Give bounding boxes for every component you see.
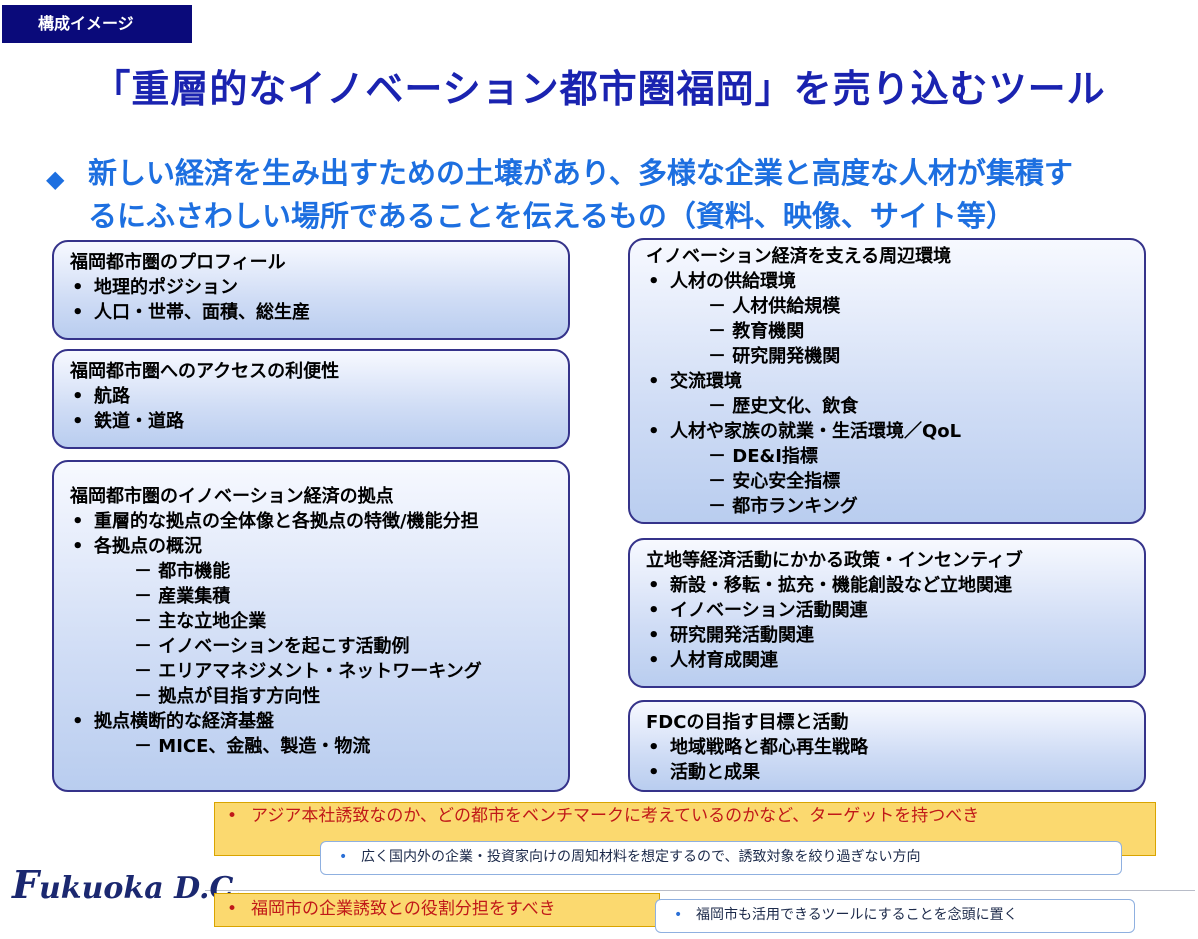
box-heading: 立地等経済活動にかかる政策・インセンティブ [646, 550, 1023, 571]
sub-item: － 拠点が目指す方向性 [134, 686, 321, 707]
response-text: 福岡市も活用できるツールにすることを念頭に置く [696, 907, 1018, 923]
page-title: 「重層的なイノベーション都市圏福岡」を売り込むツール [92, 67, 1106, 111]
list-item: 人材の供給環境 [646, 269, 1132, 294]
list-item: 交流環境 [646, 369, 1132, 394]
lead-statement: ◆ 新しい経済を生み出すための土壌があり、多様な企業と高度な人材が集積す るにふ… [46, 152, 1186, 238]
sub-item: － 主な立地企業 [134, 611, 267, 632]
diamond-icon: ◆ [46, 165, 65, 193]
sub-item: － 教育機関 [708, 321, 805, 342]
box-fdc: FDCの目指す目標と活動 地域戦略と都心再生戦略 活動と成果 [628, 700, 1146, 792]
sub-item: － 産業集積 [134, 586, 231, 607]
box-heading: FDCの目指す目標と活動 [646, 712, 849, 733]
sub-item: － MICE、金融、製造・物流 [134, 736, 371, 757]
response-note-city: • 福岡市も活用できるツールにすることを念頭に置く [655, 899, 1135, 933]
list-item: 人材育成関連 [646, 648, 1132, 673]
box-heading: 福岡都市圏へのアクセスの利便性 [70, 361, 340, 382]
divider [205, 890, 1195, 891]
list-item: 拠点横断的な経済基盤 [70, 709, 556, 734]
box-hub: 福岡都市圏のイノベーション経済の拠点 重層的な拠点の全体像と各拠点の特徴/機能分… [52, 460, 570, 792]
box-policy: 立地等経済活動にかかる政策・インセンティブ 新設・移転・拡充・機能創設など立地関… [628, 538, 1146, 688]
sub-item: － イノベーションを起こす活動例 [134, 636, 410, 657]
comment-text: アジア本社誘致なのか、どの都市をベンチマークに考えているのかなど、ターゲットを持… [251, 806, 980, 826]
lead-line-1: 新しい経済を生み出すための土壌があり、多様な企業と高度な人材が集積す [88, 156, 1073, 190]
list-item: 人材や家族の就業・生活環境／QoL [646, 419, 1132, 444]
response-note-broad: • 広く国内外の企業・投資家向けの周知材料を想定するので、誘致対象を絞り過ぎない… [320, 841, 1122, 875]
bullet-icon: • [674, 907, 683, 923]
list-item: 重層的な拠点の全体像と各拠点の特徴/機能分担 [70, 509, 556, 534]
box-profile: 福岡都市圏のプロフィール 地理的ポジション 人口・世帯、面積、総生産 [52, 240, 570, 340]
sub-item: － 人材供給規模 [708, 296, 841, 317]
sub-item: － エリアマネジメント・ネットワーキング [134, 661, 482, 682]
list-item: 各拠点の概況 [70, 534, 556, 559]
bullet-icon: • [339, 849, 348, 865]
list-item: 鉄道・道路 [70, 409, 556, 434]
fukuoka-dc-logo: Fukuoka D.C. [12, 862, 244, 907]
box-environment: イノベーション経済を支える周辺環境 人材の供給環境 － 人材供給規模 － 教育機… [628, 238, 1146, 524]
comment-note-role: • 福岡市の企業誘致との役割分担をすべき [214, 893, 660, 927]
list-item: 活動と成果 [646, 760, 1132, 785]
list-item: 研究開発活動関連 [646, 623, 1132, 648]
sub-item: － 歴史文化、飲食 [708, 396, 859, 417]
list-item: 地理的ポジション [70, 275, 556, 300]
sub-item: － 都市ランキング [708, 496, 858, 517]
section-tag: 構成イメージ [2, 5, 192, 43]
box-heading: イノベーション経済を支える周辺環境 [646, 246, 952, 267]
sub-item: － 安心安全指標 [708, 471, 841, 492]
box-heading: 福岡都市圏のイノベーション経済の拠点 [70, 486, 394, 507]
box-heading: 福岡都市圏のプロフィール [70, 252, 286, 273]
list-item: イノベーション活動関連 [646, 598, 1132, 623]
comment-text: 福岡市の企業誘致との役割分担をすべき [251, 899, 556, 919]
list-item: 航路 [70, 384, 556, 409]
box-access: 福岡都市圏へのアクセスの利便性 航路 鉄道・道路 [52, 349, 570, 449]
sub-item: － DE&I指標 [708, 446, 818, 467]
lead-line-2: るにふさわしい場所であることを伝えるもの（資料、映像、サイト等） [88, 199, 1015, 233]
sub-item: － 研究開発機関 [708, 346, 841, 367]
list-item: 新設・移転・拡充・機能創設など立地関連 [646, 573, 1132, 598]
bullet-icon: • [227, 899, 238, 919]
response-text: 広く国内外の企業・投資家向けの周知材料を想定するので、誘致対象を絞り過ぎない方向 [361, 849, 921, 865]
sub-item: － 都市機能 [134, 561, 231, 582]
list-item: 人口・世帯、面積、総生産 [70, 300, 556, 325]
bullet-icon: • [227, 806, 238, 826]
list-item: 地域戦略と都心再生戦略 [646, 735, 1132, 760]
